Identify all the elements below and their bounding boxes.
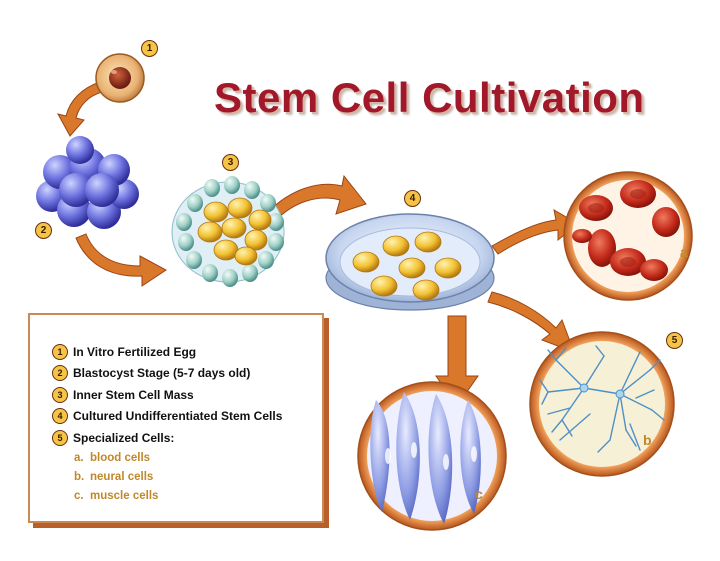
letter-b: b xyxy=(643,432,652,448)
neural-cells-panel xyxy=(529,331,675,477)
blastocyst xyxy=(36,136,139,229)
petri-dish xyxy=(325,213,495,311)
legend-label-3: Inner Stem Cell Mass xyxy=(73,387,194,402)
red-blood-cells xyxy=(572,180,680,281)
legend-sub-letter-a: a. xyxy=(74,452,84,464)
badge-1: 1 xyxy=(141,40,158,57)
legend-sub-letter-c: c. xyxy=(74,490,84,502)
legend-badge-2: 2 xyxy=(52,365,68,382)
legend-sub-letter-b: b. xyxy=(74,471,85,483)
legend-badge-3: 3 xyxy=(52,386,68,403)
legend-box: 1 In Vitro Fertilized Egg 2 Blastocyst S… xyxy=(28,313,324,523)
badge-5: 5 xyxy=(666,332,683,349)
letter-a: a xyxy=(680,244,688,260)
badge-4: 4 xyxy=(404,190,421,207)
legend-subitem-b: b. neural cells xyxy=(52,468,322,487)
diagram-title: Stem Cell Cultivation xyxy=(214,74,645,121)
outer-cell-ring xyxy=(176,176,284,287)
legend-badge-1: 1 xyxy=(52,343,68,360)
badge-2: 2 xyxy=(35,222,52,239)
legend-subitem-a: a. blood cells xyxy=(52,449,322,468)
fertilized-egg xyxy=(95,53,145,103)
neurons xyxy=(539,345,665,453)
arrow-mass-to-dish xyxy=(267,174,367,221)
legend-subitem-c: c. muscle cells xyxy=(52,487,322,506)
letter-c: c xyxy=(475,486,483,502)
muscle-cells-panel xyxy=(357,381,507,531)
cultured-cells xyxy=(352,231,462,301)
legend-label-4: Cultured Undifferentiated Stem Cells xyxy=(73,409,283,424)
legend-badge-4: 4 xyxy=(52,408,68,425)
arrow-dish-to-neural xyxy=(487,291,575,353)
arrow-blastocyst-to-mass xyxy=(75,233,167,287)
legend-sub-label-a: blood cells xyxy=(90,452,151,464)
legend-item-1: 1 In Vitro Fertilized Egg xyxy=(52,341,322,363)
legend-item-4: 4 Cultured Undifferentiated Stem Cells xyxy=(52,406,322,428)
legend-label-1: In Vitro Fertilized Egg xyxy=(73,344,197,359)
muscle-fibers xyxy=(370,392,481,524)
badge-3: 3 xyxy=(222,154,239,171)
legend-label-5: Specialized Cells: xyxy=(73,430,175,445)
legend-label-2: Blastocyst Stage (5-7 days old) xyxy=(73,366,251,381)
legend-badge-5: 5 xyxy=(52,429,68,446)
legend-item-3: 3 Inner Stem Cell Mass xyxy=(52,384,322,406)
legend-item-2: 2 Blastocyst Stage (5-7 days old) xyxy=(52,363,322,385)
legend-sub-label-c: muscle cells xyxy=(90,490,159,502)
blood-cells-panel xyxy=(563,171,693,301)
yellow-stem-cells xyxy=(197,197,272,266)
inner-cell-mass xyxy=(171,176,285,287)
arrow-egg-to-blastocyst xyxy=(57,81,103,137)
legend-sub-label-b: neural cells xyxy=(90,471,154,483)
legend-item-5: 5 Specialized Cells: xyxy=(52,427,322,449)
